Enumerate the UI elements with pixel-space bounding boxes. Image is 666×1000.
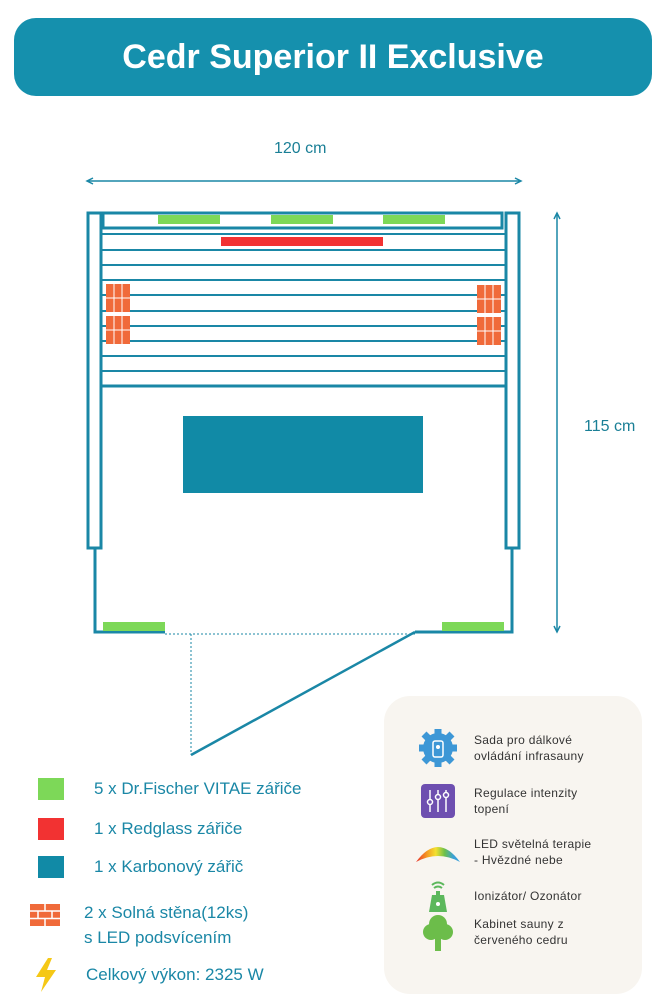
- green-square-icon: [38, 778, 64, 800]
- front-right-wall: [415, 548, 514, 634]
- width-label: 120 cm: [274, 140, 327, 157]
- legend-item-salt-wall: 2 x Solná stěna(12ks)s LED podsvícením: [30, 900, 248, 950]
- title-banner: Cedr Superior II Exclusive: [14, 18, 652, 96]
- legend-item-vitae: 5 x Dr.Fischer VITAE zářiče: [30, 778, 302, 800]
- right-wall: [504, 211, 521, 550]
- redglass-heater: [221, 237, 383, 246]
- vitae-heaters: [103, 215, 504, 631]
- left-wall: [86, 211, 103, 550]
- legend-item-power: Celkový výkon: 2325 W: [30, 958, 264, 992]
- sliders-icon: [414, 781, 462, 821]
- front-left-wall: [93, 548, 165, 634]
- legend-item-carbon: 1 x Karbonový zářič: [30, 856, 243, 878]
- legend-item-redglass: 1 x Redglass zářiče: [30, 818, 242, 840]
- rainbow-icon: [414, 832, 462, 872]
- lightning-icon: [36, 958, 56, 992]
- red-square-icon: [38, 818, 64, 840]
- tree-icon: [414, 912, 462, 952]
- depth-label: 115 cm: [584, 418, 636, 435]
- salt-walls: [106, 284, 501, 345]
- door: [190, 630, 416, 757]
- remote-gear-icon: [414, 728, 462, 768]
- feature-led: LED světelná terapie- Hvězdné nebe: [414, 832, 591, 872]
- ionizer-icon: [414, 876, 462, 916]
- bench-slats: [101, 233, 506, 372]
- back-bench: [101, 211, 504, 230]
- carbon-heater: [183, 416, 423, 493]
- feature-ionizer: Ionizátor/ Ozonátor: [414, 876, 582, 916]
- sauna-floor-plan: [85, 177, 561, 757]
- brick-icon: [30, 904, 60, 926]
- page-title: Cedr Superior II Exclusive: [122, 37, 544, 76]
- blue-square-icon: [38, 856, 64, 878]
